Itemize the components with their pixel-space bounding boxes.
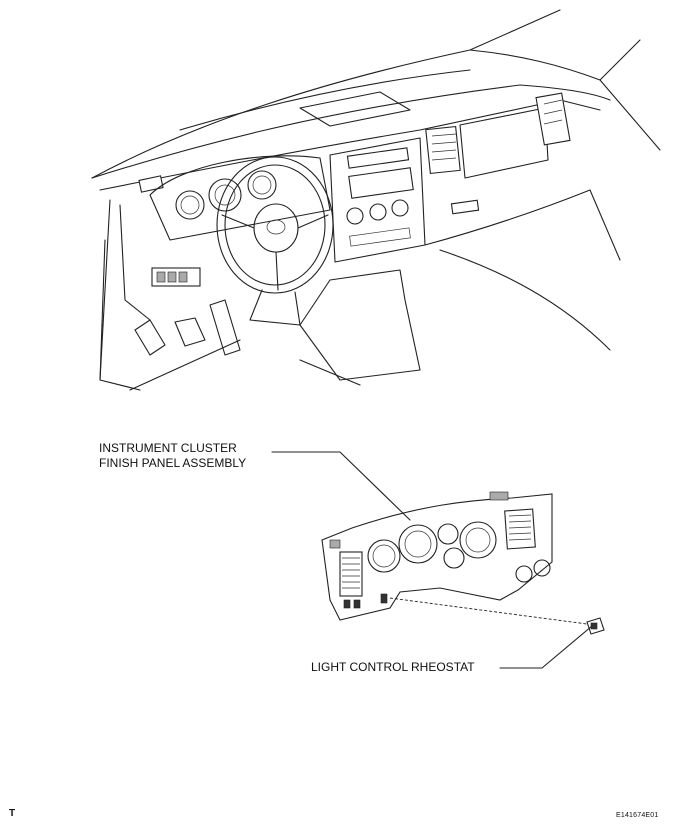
callout-instrument-cluster: INSTRUMENT CLUSTER FINISH PANEL ASSEMBLY: [99, 441, 246, 471]
leader-rheostat: [499, 625, 593, 669]
dashboard-illustration: [91, 9, 661, 391]
callout-cluster-line2: FINISH PANEL ASSEMBLY: [99, 456, 247, 470]
finish-panel-illustration: [321, 491, 605, 635]
rheostat-part: [586, 617, 605, 635]
callout-light-control-rheostat: LIGHT CONTROL RHEOSTAT: [311, 660, 475, 674]
callout-cluster-line1: INSTRUMENT CLUSTER: [99, 441, 237, 455]
figure-code: E141674E01: [616, 812, 659, 819]
footer-left-mark: T: [9, 808, 16, 819]
install-dashed-line: [389, 597, 588, 625]
leader-cluster: [271, 451, 411, 521]
